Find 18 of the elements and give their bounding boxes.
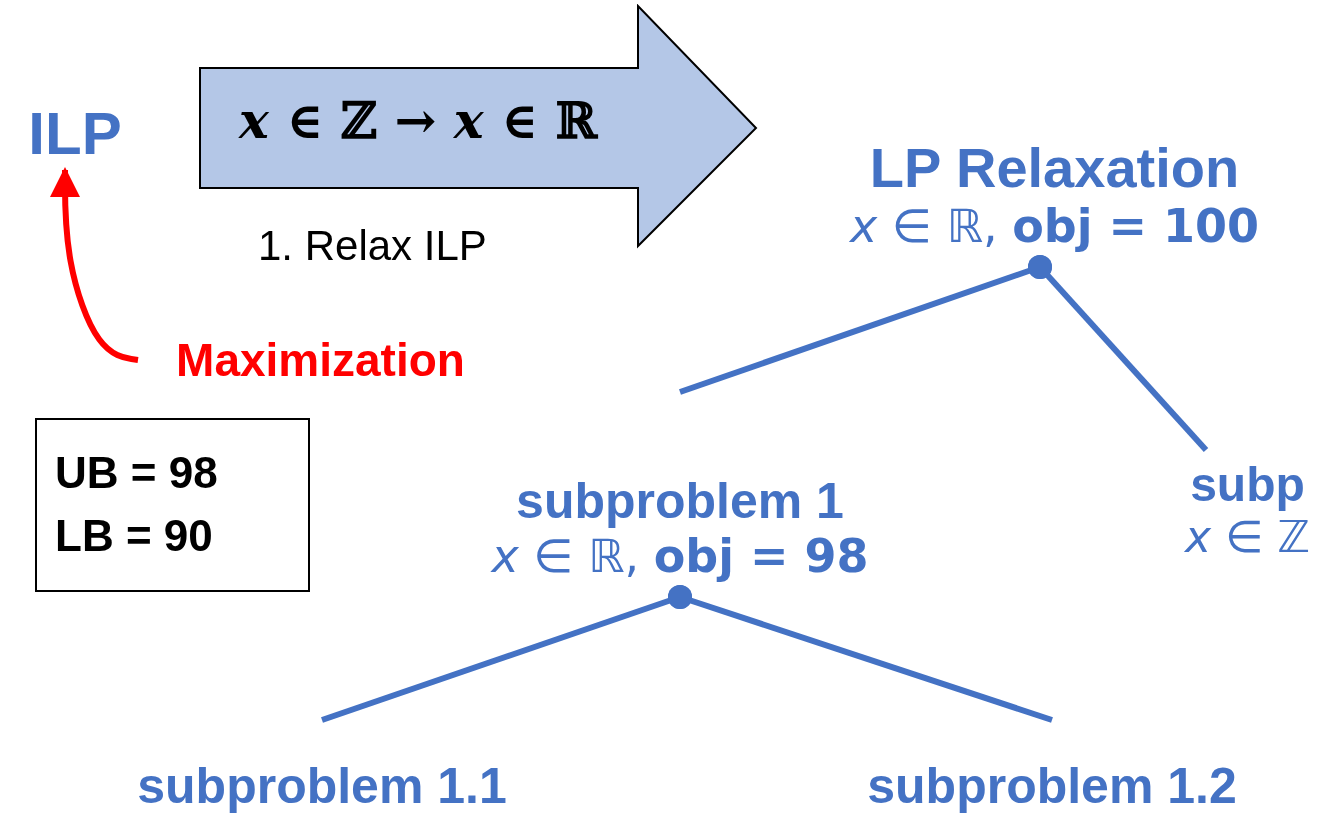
bound-box (35, 418, 310, 592)
heading-text: subp (1190, 457, 1305, 513)
formula-text: x ∈ ℝ, obj = 98 (491, 530, 869, 583)
branch-line (668, 585, 1053, 723)
curved-arrow (50, 167, 139, 363)
heading-text: LP Relaxation (869, 135, 1240, 201)
bound-text: UB = 98 (55, 448, 218, 499)
heading-text: subproblem 1.2 (867, 757, 1237, 815)
formula-text: x ∈ ℤ (1184, 512, 1311, 563)
formula-text: x ∈ ℤ → x ∈ ℝ (237, 92, 599, 150)
caption-text: 1. Relax ILP (258, 222, 487, 271)
bound-text: LB = 90 (55, 511, 213, 562)
heading-text: subproblem 1 (516, 472, 844, 531)
annotation-text: Maximization (176, 334, 465, 387)
branch-line (1028, 255, 1209, 452)
formula-text: x ∈ ℝ, obj = 100 (849, 200, 1260, 253)
heading-text: subproblem 1.1 (137, 757, 507, 815)
heading-text: ILP (28, 99, 122, 168)
